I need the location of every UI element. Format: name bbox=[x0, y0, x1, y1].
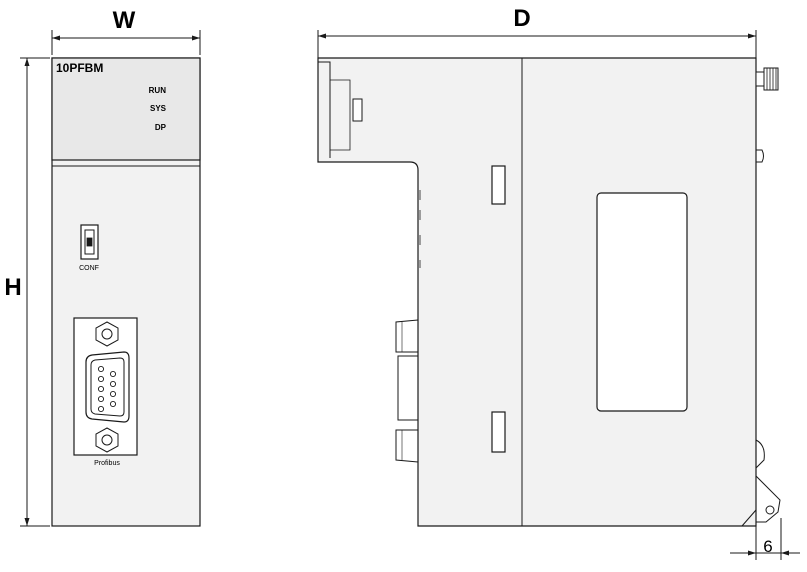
depth-label: D bbox=[513, 5, 530, 32]
width-dimension bbox=[51, 30, 201, 55]
depth-dimension bbox=[317, 30, 757, 58]
led-sys-label: SYS bbox=[150, 104, 167, 113]
led-run-label: RUN bbox=[149, 86, 167, 95]
conf-port-icon bbox=[80, 224, 99, 260]
model-label: 10PFBM bbox=[56, 61, 103, 75]
height-label: H bbox=[4, 274, 21, 301]
led-dp-label: DP bbox=[155, 123, 167, 132]
front-view: 10PFBM RUN SYS DP CONF bbox=[51, 57, 201, 527]
profibus-port-icon bbox=[73, 317, 138, 456]
profibus-port-label: Profibus bbox=[94, 460, 120, 467]
width-label: W bbox=[113, 7, 136, 34]
side-body bbox=[317, 57, 757, 527]
height-dimension bbox=[20, 57, 50, 527]
conf-port-label: CONF bbox=[79, 265, 99, 272]
din-latch-icon bbox=[741, 439, 781, 527]
rear-screw-icon bbox=[755, 67, 779, 91]
offset-label: 6 bbox=[763, 537, 772, 556]
side-view bbox=[317, 57, 781, 527]
